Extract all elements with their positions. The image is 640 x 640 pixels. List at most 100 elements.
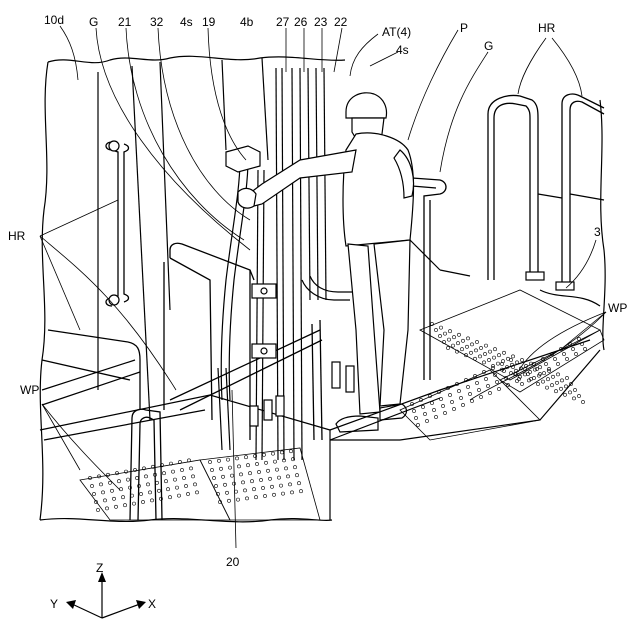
grating-hole [581, 400, 584, 403]
grating-hole [439, 326, 442, 329]
grating-hole [502, 351, 505, 354]
grating-hole [500, 362, 503, 365]
grating-hole [488, 391, 491, 394]
grating-hole [186, 492, 189, 495]
grating-hole [541, 380, 544, 383]
grating-hole [535, 367, 538, 370]
grating-hole [574, 352, 577, 355]
grating-hole [483, 352, 486, 355]
label-handrail-top-right: HR [538, 21, 556, 35]
grating-hole [555, 381, 558, 384]
grating-hole [166, 488, 169, 491]
grating-hole [542, 372, 545, 375]
axis-z-label: Z [96, 561, 103, 575]
grating-hole [477, 388, 480, 391]
grating-hole [416, 423, 419, 426]
grating-hole [556, 373, 559, 376]
grating-hole [101, 491, 104, 494]
grating-hole [496, 362, 499, 365]
grating-hole [545, 386, 548, 389]
grating-hole [438, 334, 441, 337]
grating-hole [457, 389, 460, 392]
grating-hole [244, 456, 247, 459]
grating-hole [123, 504, 126, 507]
grating-hole [568, 391, 571, 394]
grating-hole [515, 379, 518, 382]
grating-hole [110, 489, 113, 492]
grating-hole [126, 478, 129, 481]
grating-hole [243, 489, 246, 492]
grating-hole [423, 412, 426, 415]
grating-hole [175, 486, 178, 489]
grating-hole [553, 357, 556, 360]
grating-right [410, 322, 586, 426]
grating-hole [164, 480, 167, 483]
grating-hole [479, 346, 482, 349]
grating-hole [191, 475, 194, 478]
label-guide-left: G [89, 15, 98, 29]
grating-hole [550, 384, 553, 387]
grating-hole [290, 491, 293, 494]
grating-hole [491, 366, 494, 369]
grating-hole [119, 488, 122, 491]
grating-hole [157, 489, 160, 492]
wall-grab-bar [106, 141, 129, 306]
grating-hole [432, 408, 435, 411]
grating-hole [257, 470, 260, 473]
grating-hole [443, 411, 446, 414]
grating-hole [484, 377, 487, 380]
grating-hole [497, 354, 500, 357]
grating-hole [105, 507, 108, 510]
grating-hole [478, 355, 481, 358]
grating-hole [237, 465, 240, 468]
grating-hole [148, 491, 151, 494]
grating-hole [533, 368, 536, 371]
grating-hole [279, 484, 282, 487]
grating-hole [560, 379, 563, 382]
grating-hole [439, 397, 442, 400]
grating-hole [135, 476, 138, 479]
grating-hole [162, 472, 165, 475]
grating-hole [280, 451, 283, 454]
grating-hole [177, 494, 180, 497]
grating-hole [184, 484, 187, 487]
grating-hole [559, 387, 562, 390]
grating-hole [254, 496, 257, 499]
grating-hole [466, 385, 469, 388]
grating-hole [484, 344, 487, 347]
grating-hole [139, 492, 142, 495]
grating-hole [223, 483, 226, 486]
grating-hole [99, 483, 102, 486]
grating-hole [564, 385, 567, 388]
grating-hole [562, 352, 565, 355]
grating-hole [262, 453, 265, 456]
grating-hole [96, 508, 99, 511]
label-19: 19 [202, 15, 216, 29]
grating-hole [469, 351, 472, 354]
grating-hole [275, 468, 278, 471]
grating-hole [112, 497, 115, 500]
grating-hole [495, 380, 498, 383]
grating-hole [474, 349, 477, 352]
grating-hole [488, 350, 491, 353]
grating-hole [219, 467, 222, 470]
grating-hole [461, 339, 464, 342]
grating-hole [270, 485, 273, 488]
grating-hole [546, 378, 549, 381]
grating-hole [456, 342, 459, 345]
grating-hole [520, 382, 523, 385]
grating-hole [523, 373, 526, 376]
grating-hole [509, 358, 512, 361]
label-22: 22 [334, 15, 348, 29]
grating-hole [470, 343, 473, 346]
grating-hole [228, 466, 231, 469]
grating-hole [492, 356, 495, 359]
grating-hole [235, 457, 238, 460]
grating-hole [573, 388, 576, 391]
grating-hole [479, 395, 482, 398]
grating-hole [250, 480, 253, 483]
grating-hole [457, 333, 460, 336]
grating-hole [528, 370, 531, 373]
grating-hole [556, 362, 559, 365]
grating-hole [289, 450, 292, 453]
